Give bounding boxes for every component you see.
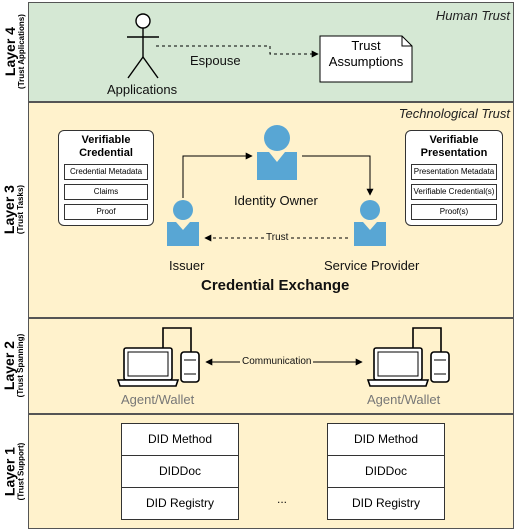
issuer-label: Issuer: [169, 258, 205, 273]
agent-wallet-right-label: Agent/Wallet: [367, 392, 441, 407]
agent-right-device-icon: [366, 327, 450, 387]
applications-label: Applications: [107, 82, 178, 97]
verifiable-credential-title-2: Credential: [79, 147, 133, 159]
espouse-label: Espouse: [188, 53, 243, 68]
issuer-to-owner-arrow: [182, 152, 253, 198]
diddoc-cell: DIDDoc: [328, 456, 444, 488]
human-trust-header: Human Trust: [435, 8, 510, 23]
verifiable-presentation-title-2: Presentation: [420, 147, 488, 159]
proof-item: Proof: [64, 204, 148, 220]
diddoc-cell: DIDDoc: [122, 456, 238, 488]
issuer-icon: [167, 200, 199, 246]
did-registry-cell: DID Registry: [351, 496, 420, 510]
applications-actor-icon: [127, 13, 159, 79]
ellipsis-label: ...: [277, 492, 288, 506]
owner-to-provider-arrow: [302, 155, 374, 196]
identity-owner-label: Identity Owner: [234, 193, 318, 208]
verifiable-credential-box: Verifiable Credential Credential Metadat…: [58, 130, 154, 226]
credential-metadata-item: Credential Metadata: [64, 164, 148, 180]
service-provider-label: Service Provider: [324, 258, 420, 273]
did-method-cell: DID Method: [328, 424, 444, 456]
verifiable-credentials-item: Verifiable Credential(s): [411, 184, 497, 200]
trust-assumptions-line-1: Trust: [351, 38, 381, 53]
did-stack-left: DID Method DIDDoc DID Registry: [121, 423, 239, 520]
communication-label: Communication: [240, 355, 314, 369]
did-stack-right: DID Method DIDDoc DID Registry: [327, 423, 445, 520]
verifiable-presentation-box: Verifiable Presentation Presentation Met…: [405, 130, 503, 226]
service-provider-icon: [354, 200, 386, 246]
agent-left-device-icon: [116, 327, 200, 387]
espouse-arrow: [156, 45, 319, 58]
identity-owner-icon: [257, 125, 297, 180]
trust-assumptions-line-2: Assumptions: [328, 54, 404, 69]
verifiable-presentation-title-1: Verifiable: [429, 134, 479, 146]
claims-item: Claims: [64, 184, 148, 200]
did-method-cell: DID Method: [122, 424, 238, 456]
trust-assumptions-document-icon: [319, 35, 413, 83]
trust-assumptions-text: Trust Assumptions: [320, 38, 412, 70]
verifiable-credential-title-1: Verifiable: [81, 134, 131, 146]
technological-trust-header: Technological Trust: [398, 106, 510, 121]
did-registry-cell: DID Registry: [145, 496, 214, 510]
agent-wallet-left-label: Agent/Wallet: [121, 392, 195, 407]
proofs-item: Proof(s): [411, 204, 497, 220]
presentation-metadata-item: Presentation Metadata: [411, 164, 497, 180]
credential-exchange-label: Credential Exchange: [201, 277, 350, 294]
layer-4-band: [28, 2, 514, 102]
trust-label: Trust: [264, 232, 291, 244]
